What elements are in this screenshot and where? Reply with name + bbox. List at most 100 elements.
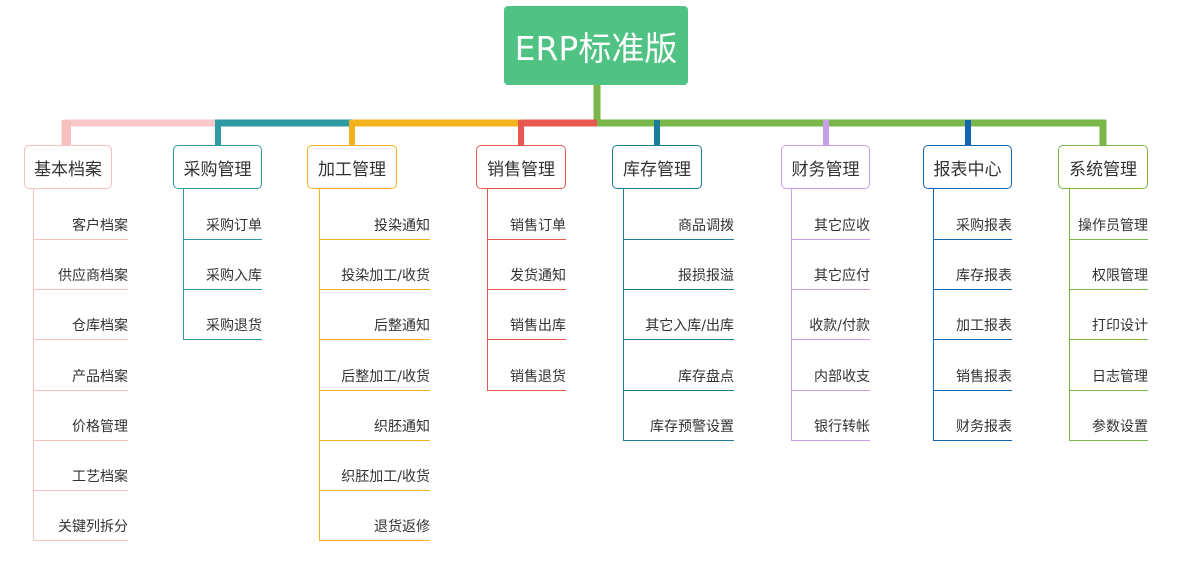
menu-item-underline: [1069, 439, 1148, 441]
menu-item-label: 内部收支: [814, 368, 870, 385]
menu-item[interactable]: 织胚加工/收货: [319, 465, 430, 491]
menu-item-label: 退货返修: [374, 519, 430, 536]
branch-stem: [623, 189, 624, 441]
menu-item-underline: [791, 239, 870, 240]
menu-item-label: 商品调拨: [678, 218, 734, 234]
menu-item[interactable]: 采购入库: [183, 264, 262, 291]
menu-item[interactable]: 财务报表: [933, 415, 1012, 441]
menu-item-label: 报损报溢: [678, 268, 734, 285]
menu-item[interactable]: 采购订单: [183, 214, 262, 240]
branch-stem: [183, 189, 184, 341]
menu-item-label: 投染加工/收货: [341, 268, 430, 285]
menu-item-label: 工艺档案: [72, 469, 128, 485]
menu-item[interactable]: 客户档案: [33, 214, 128, 240]
menu-item[interactable]: 关键列拆分: [33, 515, 128, 542]
menu-item[interactable]: 织胚通知: [319, 415, 430, 441]
menu-item[interactable]: 加工报表: [933, 314, 1012, 341]
menu-item-underline: [791, 389, 870, 391]
menu-item[interactable]: 后整加工/收货: [319, 365, 430, 391]
branch-stem: [33, 189, 34, 542]
menu-item-underline: [623, 439, 734, 441]
menu-item-label: 后整加工/收货: [341, 368, 430, 385]
menu-item[interactable]: 采购报表: [933, 214, 1012, 240]
module-title: 报表中心: [933, 159, 1002, 180]
menu-item-label: 销售报表: [956, 368, 1012, 385]
menu-item[interactable]: 销售报表: [933, 365, 1012, 391]
menu-item[interactable]: 销售订单: [487, 214, 566, 240]
menu-item-underline: [487, 389, 566, 391]
menu-item[interactable]: 打印设计: [1069, 314, 1148, 341]
menu-item[interactable]: 操作员管理: [1069, 214, 1148, 240]
menu-item-label: 其它应收: [814, 218, 870, 234]
menu-item-underline: [487, 239, 566, 240]
menu-item[interactable]: 退货返修: [319, 515, 430, 542]
menu-item-label: 销售退货: [510, 368, 566, 385]
menu-item-underline: [791, 289, 870, 291]
menu-item[interactable]: 收款/付款: [791, 314, 870, 341]
module-title: 基本档案: [34, 159, 102, 180]
module-title: 系统管理: [1069, 159, 1137, 180]
menu-item-label: 销售出库: [510, 318, 566, 335]
menu-item[interactable]: 内部收支: [791, 365, 870, 391]
menu-item-label: 其它应付: [814, 268, 870, 285]
menu-item-label: 供应商档案: [58, 268, 128, 285]
menu-item-underline: [33, 540, 128, 542]
menu-item-label: 发货通知: [510, 268, 566, 285]
module-title: 销售管理: [487, 159, 555, 180]
menu-item[interactable]: 产品档案: [33, 365, 128, 391]
menu-item[interactable]: 权限管理: [1069, 264, 1148, 291]
menu-item-underline: [1069, 289, 1148, 291]
menu-item[interactable]: 库存报表: [933, 264, 1012, 291]
module-title: 库存管理: [623, 159, 691, 180]
menu-item-underline: [487, 339, 566, 341]
menu-item[interactable]: 参数设置: [1069, 415, 1148, 441]
menu-item-underline: [183, 239, 262, 240]
menu-item-underline: [33, 490, 128, 491]
menu-item[interactable]: 投染加工/收货: [319, 264, 430, 291]
menu-item-label: 库存盘点: [678, 368, 734, 385]
menu-item[interactable]: 供应商档案: [33, 264, 128, 291]
module-title: 加工管理: [318, 159, 386, 180]
module-title: 采购管理: [183, 159, 252, 180]
branch-stem: [1069, 189, 1070, 441]
menu-item-underline: [319, 439, 430, 441]
menu-item-label: 产品档案: [72, 368, 128, 385]
menu-item[interactable]: 销售退货: [487, 365, 566, 391]
menu-item[interactable]: 发货通知: [487, 264, 566, 291]
menu-item[interactable]: 其它应付: [791, 264, 870, 291]
menu-item[interactable]: 日志管理: [1069, 365, 1148, 391]
menu-item-label: 权限管理: [1092, 268, 1148, 285]
menu-item[interactable]: 报损报溢: [623, 264, 734, 291]
menu-item[interactable]: 银行转帐: [791, 415, 870, 441]
menu-item-underline: [319, 490, 430, 491]
menu-item[interactable]: 其它应收: [791, 214, 870, 240]
menu-item-underline: [791, 439, 870, 441]
menu-item[interactable]: 库存预警设置: [623, 415, 734, 441]
menu-item-label: 银行转帐: [814, 418, 870, 435]
menu-item[interactable]: 后整通知: [319, 314, 430, 341]
menu-item-label: 后整通知: [374, 318, 430, 335]
menu-item-label: 库存预警设置: [650, 418, 734, 435]
module-header: 加工管理: [307, 145, 397, 189]
root-node: ERP标准版: [504, 6, 688, 85]
menu-item[interactable]: 采购退货: [183, 314, 262, 341]
menu-item[interactable]: 价格管理: [33, 415, 128, 441]
menu-item[interactable]: 仓库档案: [33, 314, 128, 341]
menu-item-label: 操作员管理: [1078, 218, 1148, 234]
menu-item[interactable]: 其它入库/出库: [623, 314, 734, 341]
menu-item-underline: [33, 339, 128, 341]
menu-item-underline: [933, 439, 1012, 441]
menu-item[interactable]: 工艺档案: [33, 465, 128, 491]
menu-item[interactable]: 商品调拨: [623, 214, 734, 240]
branch-stem: [933, 189, 934, 441]
menu-item[interactable]: 库存盘点: [623, 365, 734, 391]
header-drop-line: [349, 120, 355, 146]
menu-item[interactable]: 投染通知: [319, 214, 430, 240]
menu-item-underline: [33, 389, 128, 391]
menu-item[interactable]: 销售出库: [487, 314, 566, 341]
menu-item-underline: [623, 289, 734, 291]
menu-item-label: 其它入库/出库: [645, 318, 734, 335]
header-drop-line: [518, 120, 524, 146]
menu-item-underline: [623, 239, 734, 240]
